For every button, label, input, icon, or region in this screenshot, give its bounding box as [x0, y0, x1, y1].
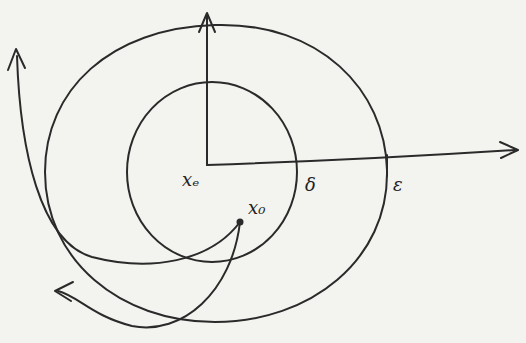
arrow-head: [199, 13, 215, 32]
trajectory: [58, 222, 240, 327]
tick-mark: [386, 155, 388, 176]
initial-point: [237, 219, 244, 226]
arrow-head: [55, 282, 73, 301]
origin-label: xₑ: [182, 171, 199, 189]
arrow-head: [500, 142, 518, 158]
delta-circle: [127, 82, 297, 262]
trajectory: [17, 56, 240, 264]
x-axis: [207, 150, 515, 165]
initial-state-label: x₀: [248, 199, 265, 217]
radius-label: ε: [393, 176, 403, 194]
radius-label: δ: [305, 176, 316, 194]
arrow-head: [8, 49, 25, 70]
epsilon-circle: [45, 25, 387, 322]
y-axis: [206, 16, 208, 165]
